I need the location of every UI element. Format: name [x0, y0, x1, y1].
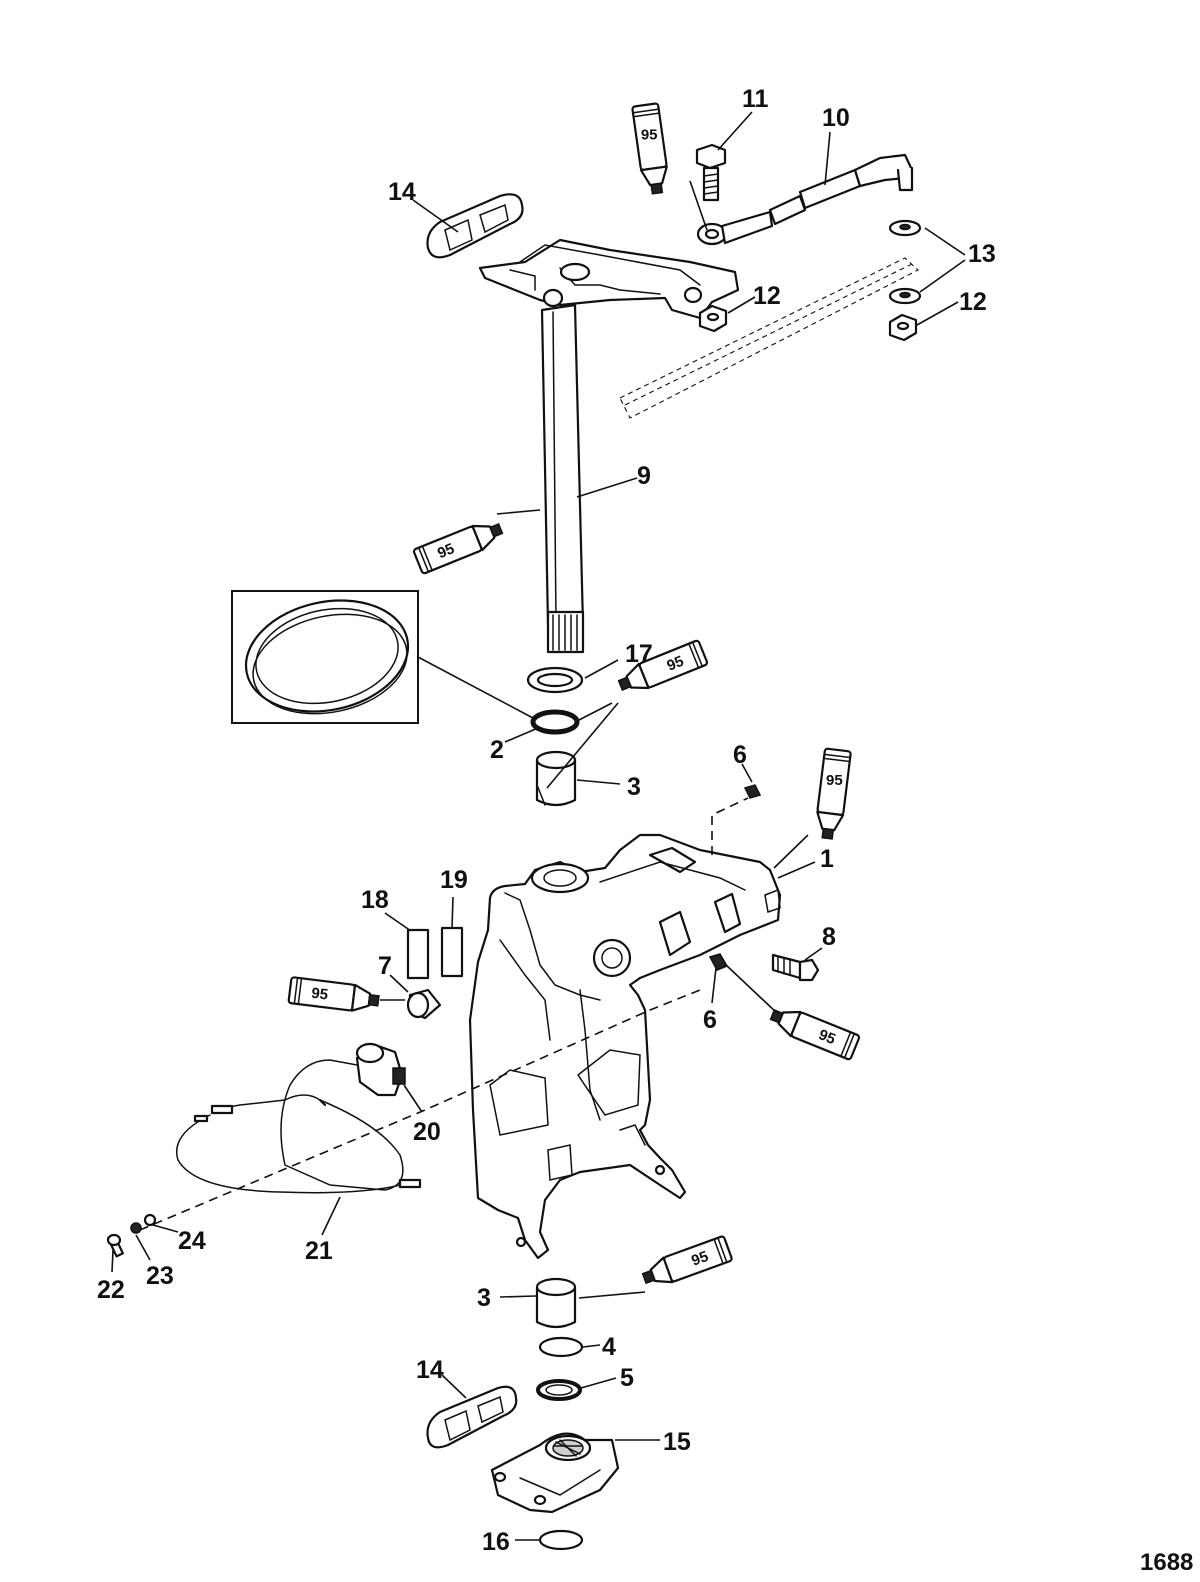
steering-tube	[540, 303, 585, 654]
washer-part-4	[538, 1336, 584, 1358]
callout-12-right: 12	[959, 288, 987, 316]
callout-3-top: 3	[627, 773, 641, 801]
callout-13: 13	[968, 240, 996, 268]
sealant-tube-1: 95	[631, 102, 672, 197]
svg-text:95: 95	[310, 985, 329, 1004]
wire-harness-part-21	[176, 1059, 422, 1194]
sealant-tube-5: 95	[287, 975, 382, 1015]
screw-part-22	[106, 1233, 124, 1258]
svg-text:95: 95	[816, 1026, 838, 1048]
callout-16: 16	[482, 1528, 510, 1556]
sealant-tube-4: 95	[813, 747, 853, 842]
callout-14-top: 14	[388, 178, 416, 206]
svg-text:95: 95	[664, 653, 686, 675]
svg-text:95: 95	[435, 540, 457, 562]
callout-12-left: 12	[753, 282, 781, 310]
sealant-tube-6: 95	[766, 1001, 861, 1062]
washer-part-24	[143, 1213, 157, 1227]
callout-7: 7	[378, 952, 392, 980]
callout-6-top: 6	[733, 741, 747, 769]
callout-3-bottom: 3	[477, 1284, 491, 1312]
sensor-part-20	[355, 1042, 406, 1097]
callout-19: 19	[440, 866, 468, 894]
callout-9: 9	[637, 462, 651, 490]
gasket-part-14-bottom	[426, 1385, 518, 1449]
bushing-part-7	[406, 988, 442, 1020]
callout-4: 4	[602, 1333, 616, 1361]
figure-id: 1688	[1140, 1549, 1193, 1576]
callout-11: 11	[742, 85, 769, 113]
nut-part-12-right	[888, 313, 918, 342]
sealant-tube-2: 95	[412, 515, 507, 576]
swivel-bracket-part-1	[468, 833, 782, 1260]
svg-text:95: 95	[641, 127, 658, 144]
washer-part-23	[130, 1222, 142, 1234]
gasket-part-14-top	[426, 193, 524, 259]
callout-10: 10	[822, 104, 850, 132]
callout-17: 17	[625, 640, 653, 668]
callout-24: 24	[178, 1227, 206, 1255]
bushing-part-3-top	[535, 750, 577, 807]
lower-yoke-part-15	[490, 1432, 620, 1514]
callout-1: 1	[820, 845, 834, 873]
callout-18: 18	[361, 886, 389, 914]
assembly-dashed-lines	[139, 797, 749, 1231]
seal-part-2	[530, 709, 580, 735]
svg-text:95: 95	[826, 772, 843, 789]
decal-part-19	[440, 926, 464, 978]
svg-text:95: 95	[689, 1248, 710, 1270]
nut-part-12-left	[698, 304, 728, 333]
steering-arm-bracket	[478, 238, 740, 320]
decal-part-18	[406, 928, 430, 980]
callout-labels: 1 2 3 3 4 5 6 6 7 8 9 10 11 12 12 13 14 …	[97, 85, 996, 1556]
seal-detail-inset	[231, 590, 419, 724]
thrust-washer-part-17	[526, 666, 584, 694]
callout-23: 23	[146, 1262, 174, 1290]
callout-5: 5	[620, 1364, 634, 1392]
seal-part-5	[536, 1379, 582, 1401]
callout-22: 22	[97, 1276, 125, 1304]
callout-21: 21	[305, 1237, 333, 1265]
callout-6-bottom: 6	[703, 1006, 717, 1034]
bushing-part-3-bottom	[535, 1277, 577, 1329]
grease-fitting-part-6-top	[743, 784, 762, 799]
sealant-tube-3: 95	[614, 638, 709, 699]
sealant-tube-7: 95	[638, 1234, 734, 1292]
grease-fitting-part-6-bottom	[708, 953, 729, 971]
steering-link-rod	[696, 153, 914, 246]
bolt-part-11	[695, 143, 727, 202]
callout-2: 2	[490, 736, 504, 764]
washer-part-16	[538, 1529, 584, 1551]
washer-part-13	[888, 219, 922, 305]
callout-15: 15	[663, 1428, 691, 1456]
callout-8: 8	[822, 923, 836, 951]
leader-lines	[111, 111, 966, 1541]
bolt-part-8	[771, 953, 820, 982]
steering-link-ghost	[619, 257, 920, 419]
callout-14-bottom: 14	[416, 1356, 444, 1384]
callout-20: 20	[413, 1118, 441, 1146]
